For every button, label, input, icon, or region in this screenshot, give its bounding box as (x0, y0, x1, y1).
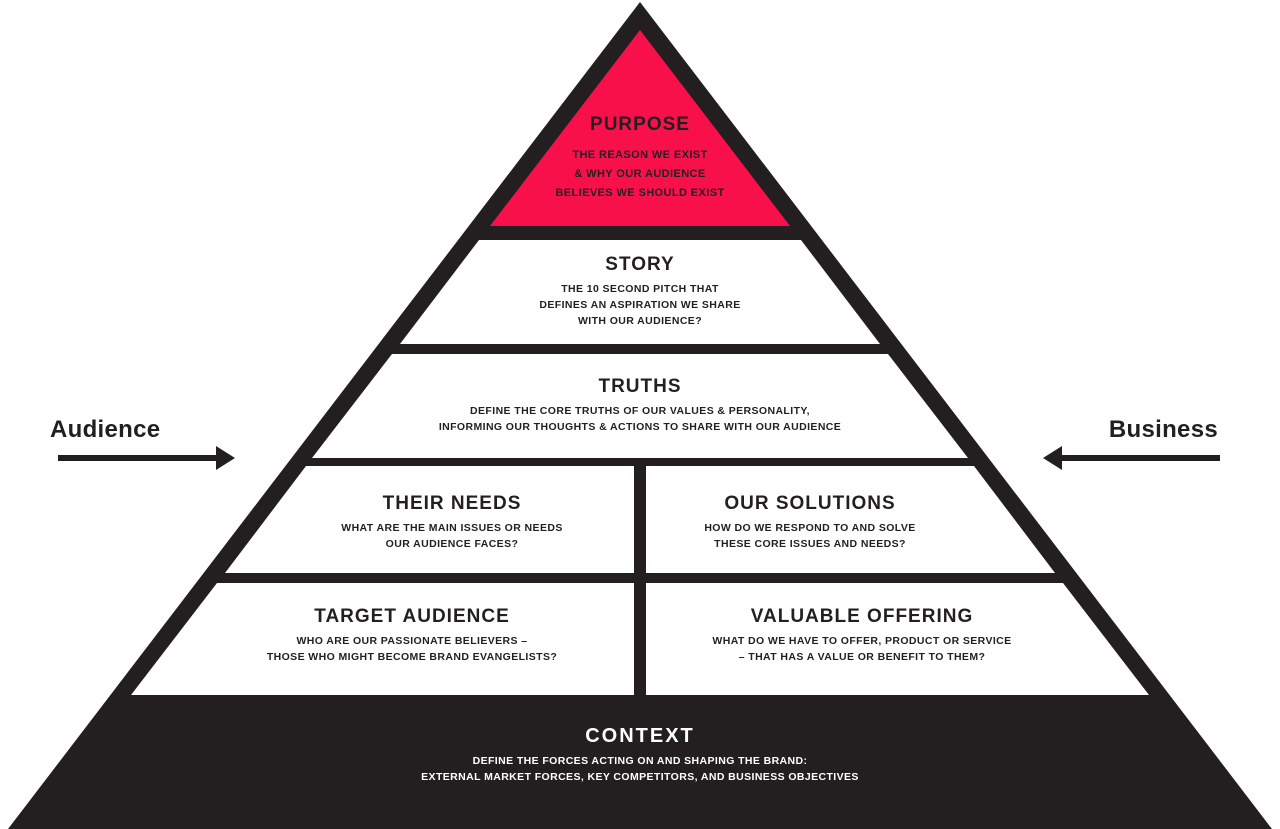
valuable-offering-description: WHAT DO WE HAVE TO OFFER, PRODUCT OR SER… (712, 635, 1012, 663)
their-needs-cell-shape (225, 466, 634, 573)
purpose-level-shape (490, 30, 790, 226)
context-title: CONTEXT (585, 725, 695, 747)
valuable-offering-title: VALUABLE OFFERING (750, 606, 974, 627)
level-context: CONTEXT DEFINE THE FORCES ACTING ON AND … (340, 725, 940, 785)
story-title: STORY (605, 254, 675, 275)
truths-level-shape (312, 354, 968, 458)
level-valuable-offering: VALUABLE OFFERING WHAT DO WE HAVE TO OFF… (642, 605, 1082, 665)
our-solutions-cell-shape (646, 466, 1055, 573)
business-side-label: Business (1108, 416, 1218, 443)
level-target-audience: TARGET AUDIENCE WHO ARE OUR PASSIONATE B… (192, 605, 632, 665)
our-solutions-description: HOW DO WE RESPOND TO AND SOLVE THESE COR… (704, 522, 916, 550)
level-truths: TRUTHS DEFINE THE CORE TRUTHS OF OUR VAL… (340, 375, 940, 435)
context-description: DEFINE THE FORCES ACTING ON AND SHAPING … (421, 755, 859, 783)
purpose-title: PURPOSE (590, 114, 690, 135)
target-audience-cell-shape (131, 583, 634, 695)
target-audience-description: WHO ARE OUR PASSIONATE BELIEVERS – THOSE… (266, 635, 558, 663)
their-needs-description: WHAT ARE THE MAIN ISSUES OR NEEDS OUR AU… (341, 522, 563, 550)
audience-side-label: Audience (50, 416, 161, 443)
audience-right-arrow-icon (58, 446, 235, 470)
target-audience-title: TARGET AUDIENCE (314, 606, 510, 627)
level-purpose: PURPOSE THE REASON WE EXIST & WHY OUR AU… (440, 113, 840, 203)
business-left-arrow-icon (1043, 446, 1220, 470)
level-our-solutions: OUR SOLUTIONS HOW DO WE RESPOND TO AND S… (610, 492, 1010, 552)
our-solutions-title: OUR SOLUTIONS (724, 493, 896, 514)
level-their-needs: THEIR NEEDS WHAT ARE THE MAIN ISSUES OR … (252, 492, 652, 552)
their-needs-title: THEIR NEEDS (382, 493, 522, 514)
truths-description: DEFINE THE CORE TRUTHS OF OUR VALUES & P… (438, 405, 842, 433)
truths-title: TRUTHS (598, 376, 682, 397)
story-description: THE 10 SECOND PITCH THAT DEFINES AN ASPI… (539, 283, 741, 327)
purpose-description: THE REASON WE EXIST & WHY OUR AUDIENCE B… (555, 149, 725, 199)
valuable-offering-cell-shape (646, 583, 1149, 695)
level-story: STORY THE 10 SECOND PITCH THAT DEFINES A… (440, 253, 840, 329)
story-level-shape (400, 240, 880, 344)
